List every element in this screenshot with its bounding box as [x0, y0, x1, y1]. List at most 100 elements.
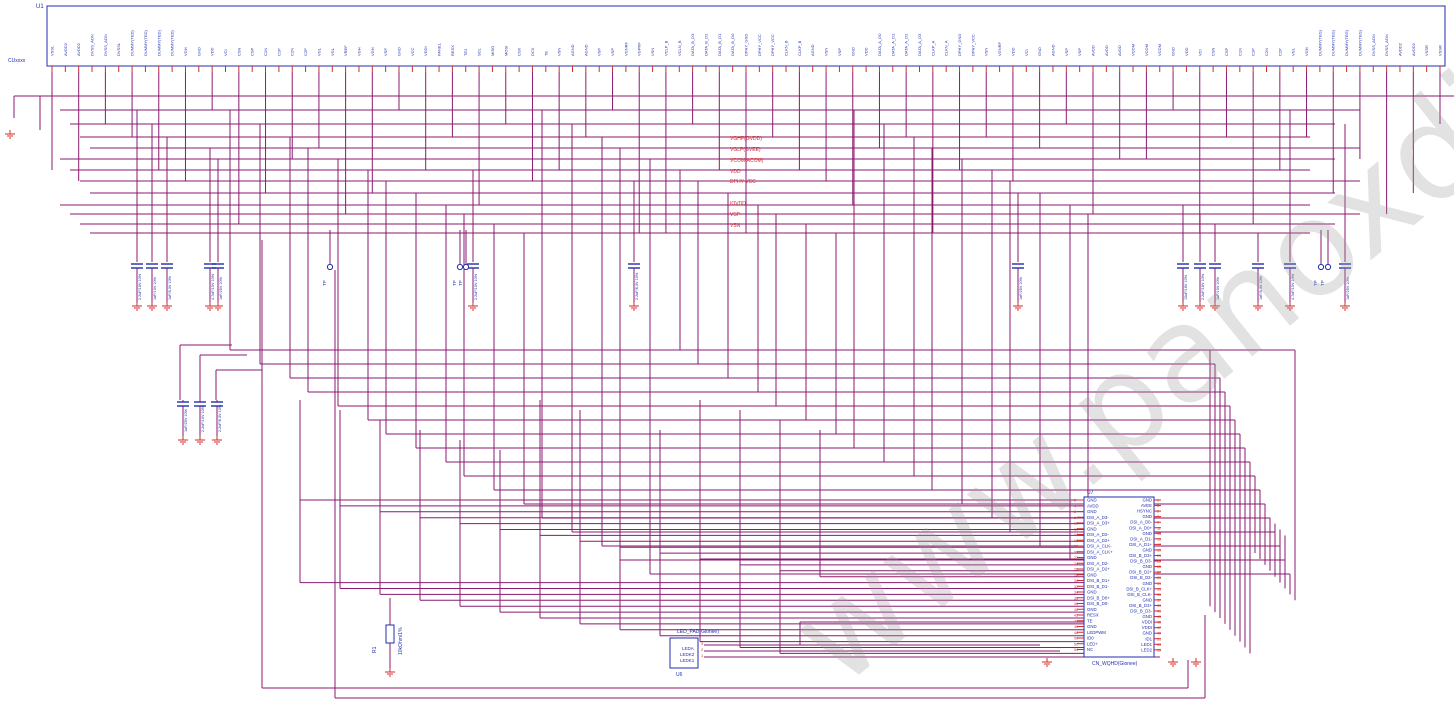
- u1-pin-label: VSP: [837, 48, 842, 56]
- u1-pin-label: DVSS_AON: [103, 34, 108, 56]
- u7-left-pin-label: DSI_A_D3+: [1087, 521, 1110, 526]
- test-point-circle: [456, 263, 464, 271]
- u7-left-pin-number: 32: [1074, 585, 1078, 589]
- capacitor-value: 2.2uF/16V 10%: [138, 273, 142, 300]
- u7-left-pin-number: 38: [1074, 602, 1078, 606]
- u1-pin-label: VSP: [597, 48, 602, 56]
- u7-right-pin-number: 21: [1157, 554, 1161, 558]
- u1-pin-label: VGNRF: [623, 41, 628, 56]
- ground-icon: [212, 436, 222, 445]
- u7-right-pin-number: 47: [1157, 626, 1161, 630]
- u7-right-pin-label: DSI_B_D3+: [1129, 603, 1152, 608]
- u6-led-pad: LED_PAD(Gionee) U6 LEDA LEDK2 LEDK1 3 2 …: [669, 629, 719, 678]
- u1-pin-label: VGH: [1304, 47, 1309, 56]
- u1-pin-label: VSP: [610, 48, 615, 56]
- u1-pin-label: DVSS_AON: [1384, 34, 1389, 56]
- capacitor-value: 10uF/16V 10%: [1184, 274, 1188, 300]
- ground-icon: [385, 668, 395, 677]
- u7-left-pin-label: DSI_A_CLK+: [1087, 549, 1113, 554]
- u7-left-pin-number: 24: [1074, 562, 1078, 566]
- u7-right-pin-label: HSYNC: [1137, 509, 1152, 514]
- u1-pin-label: DVSS_AON: [90, 34, 95, 56]
- ground-icon: [1042, 658, 1052, 667]
- u7-left-pin-label: GND: [1087, 526, 1097, 531]
- u7-right-pin-number: 55: [1157, 648, 1161, 652]
- ground-icon: [1285, 302, 1295, 311]
- u7-right-pin-label: GND: [1142, 614, 1152, 619]
- u1-pin-label: VGL: [1291, 47, 1296, 56]
- u1-pin-label: VSSL: [50, 45, 55, 56]
- u7-right-pin-number: 15: [1157, 537, 1161, 541]
- u1-pin-label: VSP: [1064, 48, 1069, 56]
- u7-right-pin-label: DSI_A_D0+: [1129, 525, 1152, 530]
- u1-pin-label: C2P: [1277, 48, 1282, 56]
- ground-icon: [162, 302, 172, 311]
- u7-left-pin-label: DSI_A_CLK-: [1087, 544, 1112, 549]
- u1-pin-label: VCOM: [1131, 44, 1136, 56]
- ground-icon: [1195, 302, 1205, 311]
- u7-right-pin-number: 25: [1157, 565, 1161, 569]
- u1-pin-label: VREF: [343, 45, 348, 56]
- u1-pin-label: VGH: [356, 47, 361, 56]
- u1-pin-label: DATA_A_D1: [890, 33, 895, 56]
- test-point-circle: [1317, 263, 1325, 271]
- u7-left-pin-number: 54: [1074, 648, 1078, 652]
- u7-left-pin-label: GND: [1087, 555, 1097, 560]
- net-label-vghp: VGHP(GVDD): [730, 136, 762, 142]
- u1-pin-label: DUMMY(TEG): [1344, 29, 1349, 56]
- u7-right-pin-label: DSI_B_D2-: [1130, 575, 1152, 580]
- net-label-vglp: VGLP(GVEE): [730, 147, 761, 153]
- u7-left-pin-number: 34: [1074, 591, 1078, 595]
- u6-part: LED_PAD(Gionee): [677, 629, 719, 635]
- test-point-circle: [462, 263, 470, 271]
- ground-icon: [1210, 302, 1220, 311]
- u7-right-pin-number: 33: [1157, 587, 1161, 591]
- test-point-label: TP: [452, 280, 457, 286]
- u1-part: CUxxxx: [8, 58, 26, 64]
- u1-pin-label: DUMMY(TEG): [1317, 29, 1322, 56]
- u1-pin-label: DUMMY(TED): [143, 30, 148, 56]
- u1-pin-label: C2N: [1264, 48, 1269, 56]
- u7-right-pin-number: 23: [1157, 560, 1161, 564]
- u7-right-pin-number: 43: [1157, 615, 1161, 619]
- u7-right-pin-number: 13: [1157, 532, 1161, 536]
- u7-left-pin-number: 18: [1074, 545, 1078, 549]
- u7-left-pin-label: DSI_A_D2+: [1087, 567, 1110, 572]
- u1-pin-label: CLKP_A: [930, 40, 935, 56]
- capacitor-value: 2.2uF/6.3V 10%: [218, 404, 222, 432]
- u7-ref: U7: [1087, 490, 1094, 496]
- u7-right-pin-number: 41: [1157, 610, 1161, 614]
- u1-pin-label: VDD: [1010, 47, 1015, 56]
- u7-left-pin-number: 12: [1074, 527, 1078, 531]
- u7-right-pin-label: ID1: [1145, 636, 1152, 641]
- net-label-vsp: VSP: [730, 212, 741, 218]
- u1-pin-label: CSX: [517, 47, 522, 56]
- u6-pin-ledk2: LEDK2: [680, 652, 695, 657]
- u1-pin-label: DATA_A_D3: [917, 33, 922, 56]
- capacitor-value: 2.2uF/16V 10%: [1201, 273, 1205, 300]
- u7-left-pin-number: 16: [1074, 539, 1078, 543]
- u7-right-pin-number: 1: [1157, 499, 1159, 503]
- u1-pin-label: VSN: [824, 48, 829, 56]
- u1-pin-label: VGPRF: [637, 42, 642, 56]
- u1-pin-label: CSN: [236, 47, 241, 56]
- u7-right-pin-number: 5: [1157, 510, 1159, 514]
- u1-pin-label: AVDD: [1117, 45, 1122, 56]
- ground-icon: [5, 130, 15, 139]
- u1-pin-label: DATA_B_D0: [730, 33, 735, 56]
- u1-pin-label: GND: [196, 47, 201, 56]
- u7-left-pin-number: 36: [1074, 596, 1078, 600]
- u7-right-pin-label: GND: [1142, 581, 1152, 586]
- ground-icon: [178, 436, 188, 445]
- u7-left-pin-number: 42: [1074, 614, 1078, 618]
- u1-pin-label: DPHY_VCC: [970, 34, 975, 56]
- u1-pin-label: MISO: [490, 46, 495, 56]
- u1-pin-label: GND: [397, 47, 402, 56]
- u1-pin-label: AGND: [583, 44, 588, 56]
- u7-left-pin-label: DSI_A_D2-: [1087, 561, 1109, 566]
- u1-pin-label: GND: [1037, 47, 1042, 56]
- u7-right-pin-number: 45: [1157, 621, 1161, 625]
- ground-icon: [1191, 658, 1201, 667]
- u1-pin-label: C1N: [1237, 48, 1242, 56]
- capacitor-value: 1uF/25V 10%: [1346, 276, 1350, 300]
